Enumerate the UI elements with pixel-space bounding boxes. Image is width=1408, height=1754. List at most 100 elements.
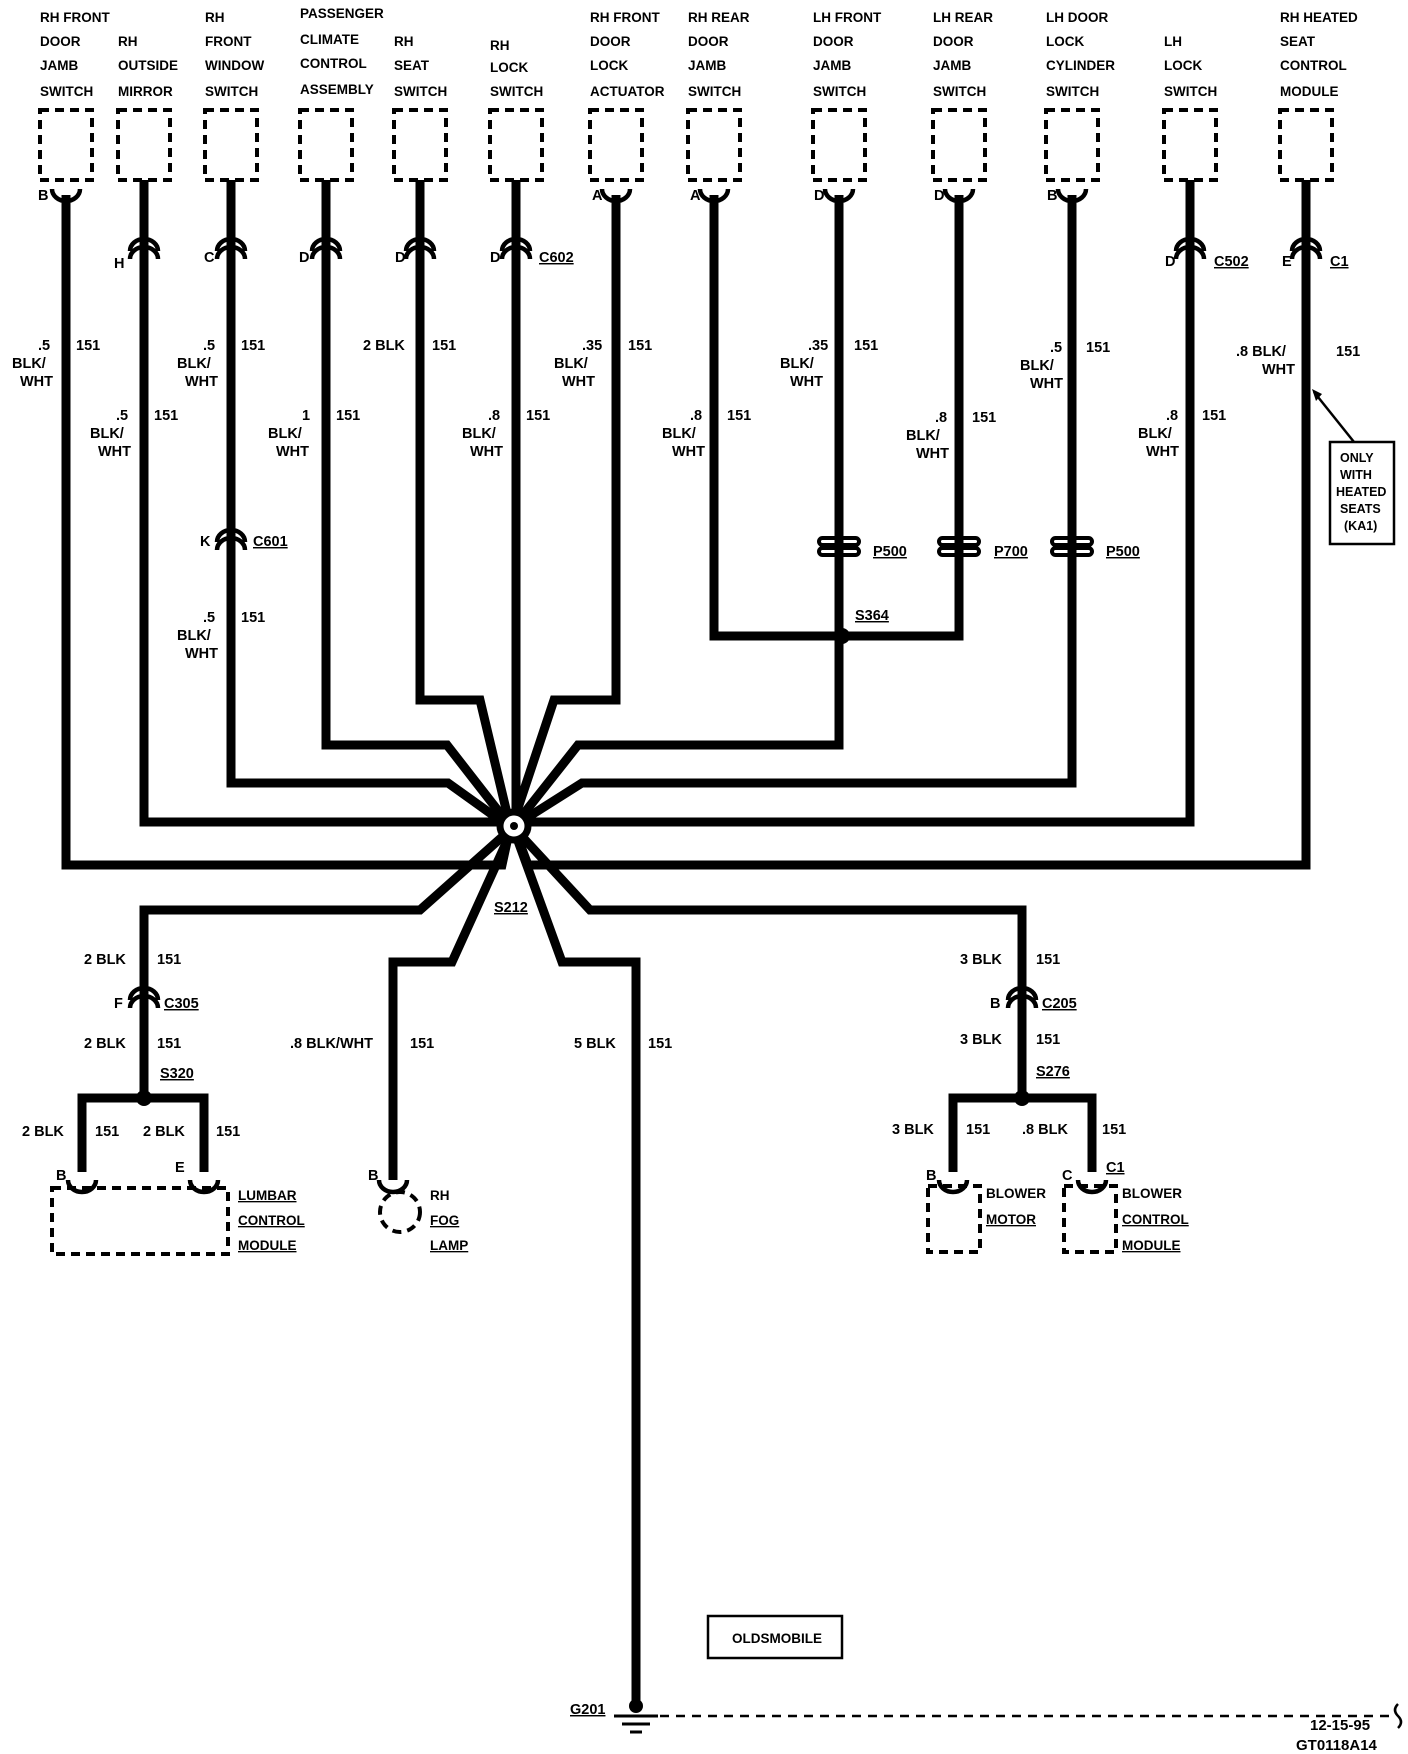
svg-text:151: 151 (336, 408, 360, 424)
lh-front-door-jamb-switch-label: LH FRONT DOOR JAMB SWITCH (813, 10, 882, 99)
splice-s320-dot (136, 1090, 152, 1106)
svg-text:151: 151 (1036, 952, 1060, 968)
svg-text:LOCK: LOCK (1164, 58, 1202, 73)
svg-text:MOTOR: MOTOR (986, 1212, 1036, 1227)
svg-text:ASSEMBLY: ASSEMBLY (300, 82, 374, 97)
lumbar-control-module (50, 1186, 230, 1256)
rh-rear-door-jamb-switch-label: RH REAR DOOR JAMB SWITCH (688, 10, 750, 99)
svg-text:C: C (204, 250, 215, 266)
lh-door-lock-cylinder-switch (1044, 108, 1100, 182)
svg-text:BLOWER: BLOWER (1122, 1186, 1182, 1201)
blower-motor (926, 1184, 982, 1254)
svg-text:K: K (200, 534, 211, 550)
rh-lock-switch-label: RH LOCK SWITCH (490, 38, 543, 99)
svg-text:151: 151 (1036, 1032, 1060, 1048)
rh-lock-switch (488, 108, 544, 182)
svg-text:RH: RH (490, 38, 510, 53)
svg-text:WHT: WHT (1030, 376, 1063, 392)
svg-text:.8: .8 (1166, 408, 1178, 424)
svg-text:MODULE: MODULE (238, 1238, 297, 1253)
svg-text:JAMB: JAMB (813, 58, 852, 73)
svg-text:.8: .8 (690, 408, 702, 424)
svg-text:.35: .35 (808, 338, 828, 354)
rh-seat-switch (392, 108, 448, 182)
rh-heated-seat-control-module (1278, 108, 1334, 182)
svg-text:JAMB: JAMB (40, 58, 79, 73)
svg-text:MIRROR: MIRROR (118, 84, 173, 99)
rh-front-door-lock-actuator-label: RH FRONT DOOR LOCK ACTUATOR (590, 10, 665, 99)
svg-text:.5: .5 (203, 338, 215, 354)
svg-text:WHT: WHT (185, 646, 218, 662)
svg-text:C601: C601 (253, 534, 288, 550)
heated-seats-note: ONLY WITH HEATED SEATS (KA1) (1312, 389, 1396, 546)
svg-text:2 BLK: 2 BLK (22, 1124, 64, 1140)
svg-text:151: 151 (76, 338, 100, 354)
svg-text:HEATED: HEATED (1336, 485, 1386, 499)
svg-text:151: 151 (854, 338, 878, 354)
svg-text:CLIMATE: CLIMATE (300, 32, 359, 47)
svg-text:BLK/: BLK/ (177, 356, 211, 372)
svg-text:151: 151 (410, 1036, 434, 1052)
svg-text:SEAT: SEAT (1280, 34, 1316, 49)
svg-text:RH FRONT: RH FRONT (590, 10, 660, 25)
svg-text:.8 BLK/WHT: .8 BLK/WHT (290, 1036, 373, 1052)
svg-text:LOCK: LOCK (490, 60, 528, 75)
svg-text:SEATS: SEATS (1340, 502, 1381, 516)
svg-text:.35: .35 (582, 338, 602, 354)
svg-text:LH FRONT: LH FRONT (813, 10, 882, 25)
svg-text:RH FRONT: RH FRONT (40, 10, 110, 25)
svg-text:B: B (38, 188, 48, 204)
svg-text:LH DOOR: LH DOOR (1046, 10, 1108, 25)
svg-text:RH HEATED: RH HEATED (1280, 10, 1358, 25)
svg-text:D: D (814, 188, 824, 204)
svg-text:WHT: WHT (20, 374, 53, 390)
svg-text:.5: .5 (38, 338, 50, 354)
svg-text:.5: .5 (203, 610, 215, 626)
svg-text:P500: P500 (873, 544, 907, 560)
svg-text:CONTROL: CONTROL (300, 56, 367, 71)
svg-text:WHT: WHT (470, 444, 503, 460)
svg-text:BLK/: BLK/ (906, 428, 940, 444)
svg-text:151: 151 (241, 338, 265, 354)
svg-text:2 BLK: 2 BLK (84, 1036, 126, 1052)
svg-text:C602: C602 (539, 250, 574, 266)
svg-text:D: D (395, 250, 405, 266)
svg-text:ONLY: ONLY (1340, 451, 1374, 465)
svg-text:151: 151 (157, 952, 181, 968)
svg-text:FOG: FOG (430, 1213, 459, 1228)
lumbar-module-label: LUMBAR CONTROL MODULE (238, 1188, 305, 1253)
passenger-climate-control-assembly (298, 108, 354, 182)
wires (61, 180, 1311, 1702)
svg-text:H: H (114, 256, 124, 272)
svg-text:C205: C205 (1042, 996, 1077, 1012)
svg-text:PASSENGER: PASSENGER (300, 6, 384, 21)
svg-text:151: 151 (95, 1124, 119, 1140)
svg-text:WHT: WHT (790, 374, 823, 390)
svg-text:SEAT: SEAT (394, 58, 430, 73)
svg-text:BLK/: BLK/ (268, 426, 302, 442)
svg-text:(KA1): (KA1) (1344, 519, 1377, 533)
svg-text:BLK/: BLK/ (662, 426, 696, 442)
svg-text:CONTROL: CONTROL (1122, 1212, 1189, 1227)
oldsmobile-box (706, 1614, 844, 1660)
svg-text:1: 1 (302, 408, 310, 424)
svg-text:WITH: WITH (1340, 468, 1372, 482)
svg-text:.8 BLK: .8 BLK (1022, 1122, 1068, 1138)
svg-text:WHT: WHT (98, 444, 131, 460)
svg-text:2 BLK: 2 BLK (363, 338, 405, 354)
svg-text:C305: C305 (164, 996, 199, 1012)
svg-text:D: D (490, 250, 500, 266)
svg-text:LH: LH (1164, 34, 1182, 49)
svg-text:WHT: WHT (1146, 444, 1179, 460)
svg-text:E: E (175, 1160, 185, 1176)
svg-text:LUMBAR: LUMBAR (238, 1188, 297, 1203)
svg-text:WHT: WHT (276, 444, 309, 460)
svg-text:B: B (368, 1168, 378, 1184)
svg-text:SWITCH: SWITCH (205, 84, 258, 99)
svg-text:.8: .8 (935, 410, 947, 426)
svg-text:.8: .8 (488, 408, 500, 424)
svg-text:DOOR: DOOR (40, 34, 81, 49)
blower-branch: 3 BLK 151 B C205 3 BLK 151 S276 3 BLK 15… (892, 952, 1126, 1184)
ground-symbol (614, 1699, 1403, 1734)
svg-text:JAMB: JAMB (688, 58, 727, 73)
